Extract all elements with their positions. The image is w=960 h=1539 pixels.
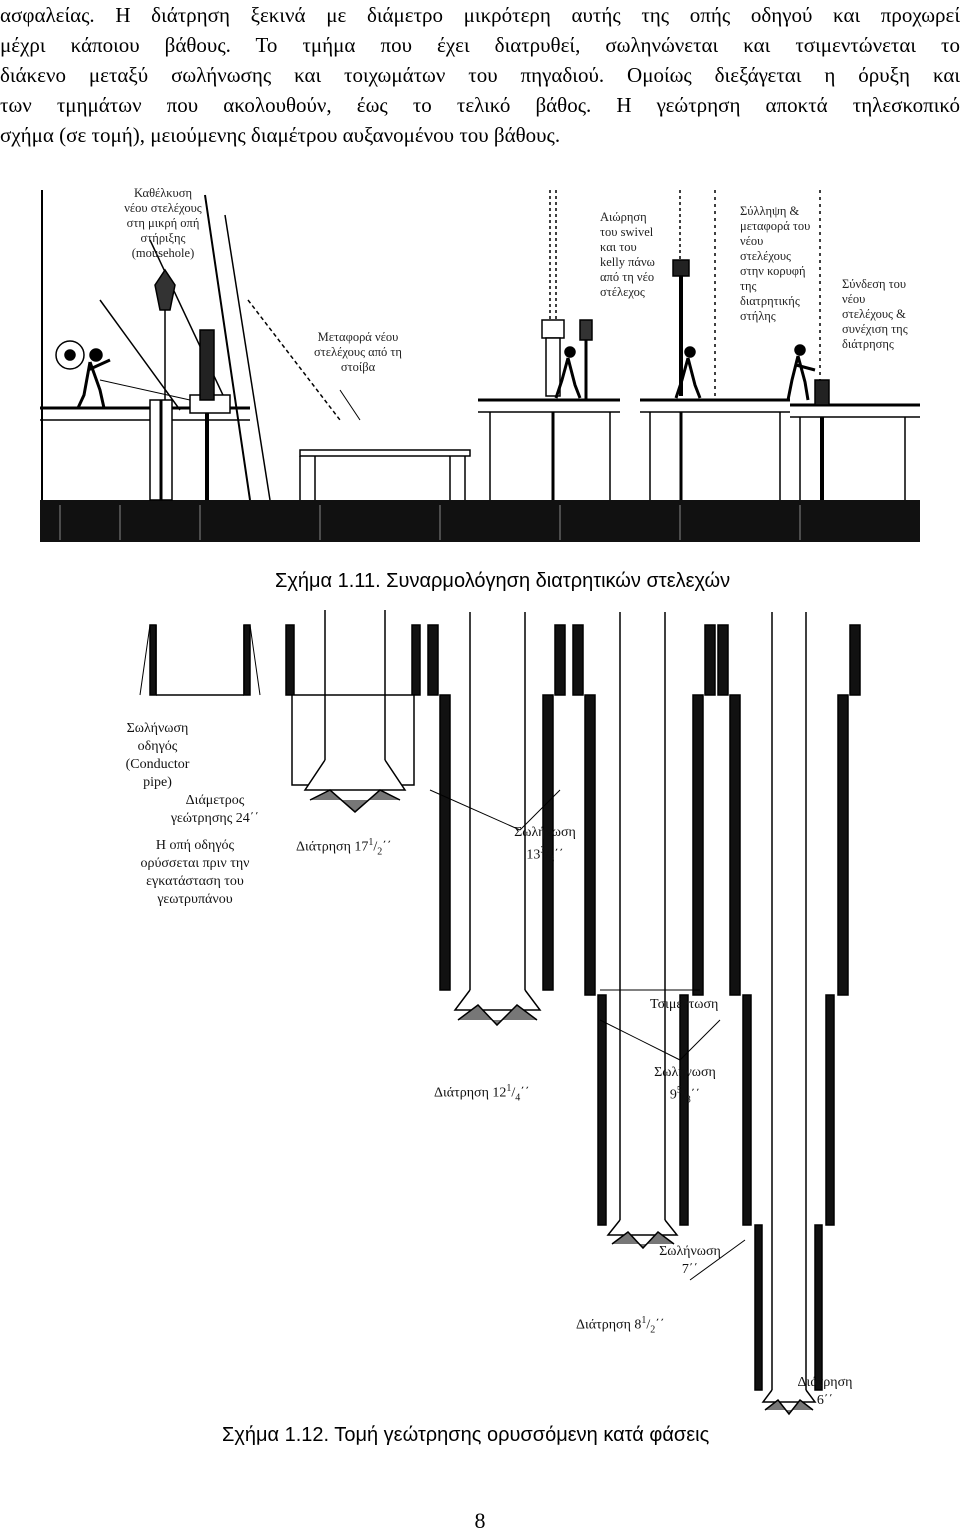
- label-pilot-hole: Η οπή οδηγός ορύσσεται πριν την εγκατάστ…: [130, 837, 260, 909]
- label-line: στοίβα: [340, 360, 376, 374]
- label-line: Σωλήνωση: [514, 825, 576, 840]
- label-line: διατρητικής: [740, 294, 800, 308]
- label-line: (mousehole): [131, 246, 195, 260]
- fraction-den: 4: [515, 1092, 521, 1104]
- label-line: γεωτρυπάνου: [157, 892, 233, 907]
- label-unit: ΄΄: [520, 1085, 530, 1101]
- figure-1-12-caption: Σχήμα 1.12. Τομή γεώτρησης ορυσσόμενη κα…: [222, 1424, 710, 1446]
- label-line: διάτρησης: [842, 337, 894, 351]
- label-line: pipe): [143, 775, 172, 790]
- label-swivel-kelly: Αιώρηση του swivel και του kelly πάνω απ…: [600, 210, 680, 300]
- label-drill-8-half: Διάτρηση 81/2΄΄: [576, 1315, 665, 1336]
- fraction-num: 1: [506, 1083, 512, 1094]
- label-line: kelly πάνω: [600, 255, 655, 269]
- label-casing-9-5-8: Σωλήνωση 95/8΄΄: [635, 1064, 735, 1109]
- label-mousehole: Καθέλκυση νέου στελέχους στη μικρή οπή σ…: [108, 186, 218, 261]
- label-text: 9: [669, 1087, 677, 1103]
- label-line: 7΄΄: [681, 1262, 699, 1277]
- label-diameter-24: Διάμετρος γεώτρησης 24΄΄: [160, 792, 270, 828]
- fraction-num: 1: [368, 837, 374, 848]
- label-line: οδηγός: [137, 739, 178, 754]
- label-catch-transfer: Σύλληψη & μεταφορά του νέου στελέχους στ…: [740, 204, 835, 324]
- label-line: Σωλήνωση: [659, 1244, 721, 1259]
- fraction-den: 2: [650, 1324, 656, 1336]
- label-drill-17-half: Διάτρηση 171/2΄΄: [296, 837, 392, 858]
- label-transfer-pipe: Μεταφορά νέου στελέχους από τη στοίβα: [298, 330, 418, 375]
- label-line: Αιώρηση: [600, 210, 647, 224]
- label-cementing: Τσιμέντωση: [650, 997, 719, 1012]
- label-line: Η οπή οδηγός: [155, 838, 235, 853]
- fraction-den: 8: [685, 1094, 691, 1106]
- label-line: γεώτρησης 24΄΄: [170, 811, 260, 826]
- label-conductor-pipe: Σωλήνωση οδηγός (Conductor pipe): [110, 720, 205, 792]
- label-line: μεταφορά του: [740, 219, 811, 233]
- label-line: ορύσσεται πριν την: [140, 856, 250, 871]
- label-line: και του: [600, 240, 637, 254]
- body-paragraph: ασφαλείας. Η διάτρηση ξεκινά με διάμετρο…: [0, 0, 960, 150]
- label-line: στελέχους: [740, 249, 791, 263]
- label-line: 6΄΄: [816, 1393, 834, 1408]
- label-line: Σωλήνωση: [654, 1065, 716, 1080]
- label-line: Σύνδεση του: [842, 277, 907, 291]
- label-drill-12-quarter: Διάτρηση 121/4΄΄: [434, 1083, 530, 1104]
- label-text: 13: [526, 847, 541, 863]
- label-line: Καθέλκυση: [133, 186, 193, 200]
- label-line: στην κορυφή: [740, 264, 806, 278]
- label-connect-continue: Σύνδεση του νέου στελέχους & συνέχιση τη…: [842, 277, 952, 352]
- label-drill-6: Διάτρηση 6΄΄: [790, 1374, 860, 1410]
- label-unit: ΄΄: [554, 847, 564, 863]
- label-line: νέου: [740, 234, 764, 248]
- paragraph-line: των τμημάτων που ακολουθούν, έως το τελι…: [0, 93, 960, 117]
- label-text: Διάτρηση 17: [296, 839, 369, 855]
- label-line: της: [740, 279, 757, 293]
- label-unit: ΄΄: [690, 1087, 701, 1103]
- fraction-num: 1: [641, 1315, 647, 1326]
- label-line: στη μικρή οπή: [126, 216, 200, 230]
- label-text: Διάτρηση 12: [434, 1085, 507, 1101]
- label-casing-7: Σωλήνωση 7΄΄: [645, 1243, 735, 1279]
- label-text: Διάτρηση 8: [576, 1317, 642, 1333]
- label-line: εγκατάσταση του: [146, 874, 244, 889]
- label-line: στέλεχος: [600, 285, 645, 299]
- telescopic-well-section-figure: [139, 610, 861, 1416]
- paragraph-line: ασφαλείας. Η διάτρηση ξεκινά με διάμετρο…: [0, 3, 960, 27]
- label-unit: ΄΄: [655, 1317, 665, 1333]
- drill-pipe-assembly-figure: [40, 190, 920, 542]
- label-line: συνέχιση της: [842, 322, 908, 336]
- fraction-num: 5: [676, 1085, 682, 1096]
- label-line: στελέχους &: [842, 307, 906, 321]
- fraction-num: 3: [540, 845, 546, 856]
- label-line: Μεταφορά νέου: [317, 330, 399, 344]
- label-line: στήριξης: [140, 231, 186, 245]
- label-unit: ΄΄: [382, 839, 392, 855]
- label-line: Διάτρηση: [797, 1375, 853, 1390]
- paragraph-line: διάκενο μεταξύ σωλήνωσης και τοιχωμάτων …: [0, 63, 960, 87]
- label-line: στήλης: [740, 309, 776, 323]
- fraction-den: 2: [377, 846, 383, 858]
- label-line: (Conductor: [125, 757, 190, 772]
- paragraph-line: μέχρι κάποιου βάθους. Το τμήμα που έχει …: [0, 33, 960, 57]
- label-line: στελέχους από τη: [314, 345, 402, 359]
- label-line: του swivel: [600, 225, 654, 239]
- label-line: νέου: [842, 292, 866, 306]
- figure-1-11-caption: Σχήμα 1.11. Συναρμολόγηση διατρητικών στ…: [275, 570, 731, 592]
- page-number: 8: [474, 1508, 486, 1533]
- label-line: Διάμετρος: [185, 793, 245, 808]
- label-line: Σύλληψη &: [740, 204, 800, 218]
- fraction-den: 8: [549, 854, 555, 866]
- paragraph-line: σχήμα (σε τομή), μειούμενης διαμέτρου αυ…: [0, 123, 561, 147]
- label-line: Σωλήνωση: [126, 721, 189, 736]
- label-casing-13-3-8: Σωλήνωση 133/8΄΄: [495, 824, 595, 869]
- label-line: από τη νέο: [600, 270, 655, 284]
- label-line: νέου στελέχους: [124, 201, 202, 215]
